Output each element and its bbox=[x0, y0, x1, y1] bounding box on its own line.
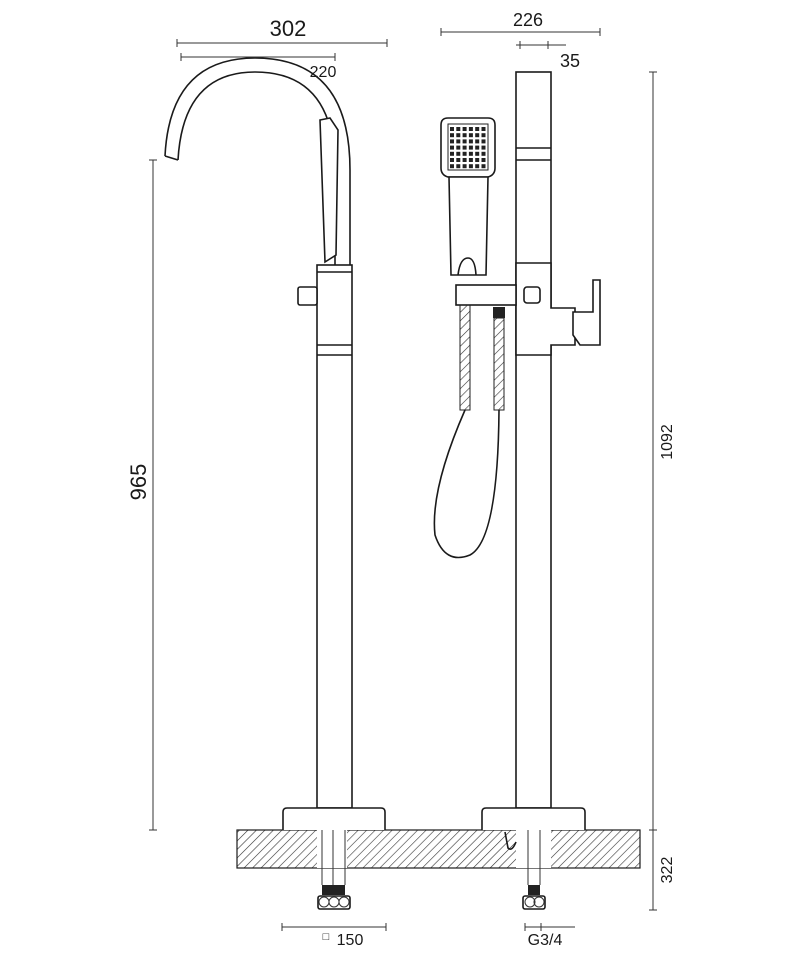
spray-nozzle bbox=[475, 139, 480, 144]
spray-grid bbox=[450, 127, 486, 169]
diverter-button bbox=[523, 286, 541, 304]
square-symbol: □ bbox=[323, 931, 330, 943]
spray-nozzle bbox=[468, 158, 473, 162]
dim-965: 965 bbox=[126, 464, 151, 501]
spray-nozzle bbox=[475, 145, 480, 150]
dim-220: 220 bbox=[310, 64, 337, 81]
dimension-lines bbox=[149, 28, 657, 931]
side-handshower bbox=[319, 117, 339, 264]
dim-35: 35 bbox=[560, 51, 580, 71]
dim-226: 226 bbox=[513, 10, 543, 30]
hose-left bbox=[459, 304, 471, 411]
spray-nozzle bbox=[481, 145, 486, 150]
spray-nozzle bbox=[475, 133, 480, 138]
spray-nozzle bbox=[456, 158, 461, 162]
dimension-labels: 302 220 226 35 965 1092 322 □ 150 G3/4 bbox=[126, 10, 676, 949]
spray-nozzles bbox=[447, 123, 489, 171]
spray-nozzle bbox=[462, 151, 467, 156]
dim-322: 322 bbox=[659, 857, 676, 884]
spray-nozzle bbox=[456, 151, 461, 156]
spray-nozzle bbox=[481, 158, 486, 162]
side-view-faucet bbox=[433, 71, 601, 910]
spray-nozzle bbox=[456, 133, 461, 138]
column bbox=[316, 264, 353, 809]
spray-nozzle bbox=[450, 127, 454, 131]
spray-nozzle bbox=[456, 164, 461, 169]
spray-nozzle bbox=[456, 145, 461, 150]
spray-nozzle bbox=[475, 158, 480, 162]
diverter-knob bbox=[297, 286, 318, 306]
hex-nuts bbox=[317, 895, 351, 910]
spray-nozzle bbox=[462, 139, 467, 144]
lever-handle bbox=[572, 279, 601, 346]
spray-nozzle bbox=[481, 164, 486, 169]
hose-loop bbox=[433, 409, 500, 559]
dim-150: 150 bbox=[337, 932, 364, 949]
hex-nut bbox=[522, 895, 546, 910]
spray-nozzle bbox=[468, 133, 473, 138]
handshower-holder bbox=[455, 284, 517, 306]
spray-nozzle bbox=[481, 127, 486, 131]
spray-nozzle bbox=[468, 164, 473, 169]
spray-nozzle bbox=[481, 139, 486, 144]
spray-nozzle bbox=[462, 164, 467, 169]
spray-nozzle bbox=[462, 145, 467, 150]
spray-nozzle bbox=[450, 145, 454, 150]
base-plate bbox=[282, 807, 386, 830]
mixer-body bbox=[515, 262, 576, 356]
dim-302: 302 bbox=[270, 16, 307, 41]
floor-section bbox=[236, 829, 641, 869]
handshower-head bbox=[440, 117, 496, 178]
spray-nozzle bbox=[456, 139, 461, 144]
spray-nozzle bbox=[475, 127, 480, 131]
column bbox=[515, 71, 552, 809]
spray-nozzle bbox=[468, 127, 473, 131]
spray-nozzle bbox=[475, 164, 480, 169]
spray-nozzle bbox=[456, 127, 461, 131]
spray-nozzle bbox=[450, 158, 454, 162]
spray-nozzle bbox=[475, 151, 480, 156]
spray-nozzle bbox=[468, 151, 473, 156]
front-view-faucet bbox=[164, 57, 386, 910]
spray-nozzle bbox=[462, 127, 467, 131]
dim-g3-4: G3/4 bbox=[528, 932, 563, 949]
spray-nozzle bbox=[468, 139, 473, 144]
spray-nozzle bbox=[450, 139, 454, 144]
fixing-screw bbox=[504, 831, 517, 850]
spray-nozzle bbox=[468, 145, 473, 150]
spray-nozzle bbox=[450, 151, 454, 156]
spray-nozzle bbox=[450, 164, 454, 169]
spray-nozzle bbox=[450, 133, 454, 138]
spray-nozzle bbox=[462, 133, 467, 138]
handshower-handle bbox=[448, 176, 489, 276]
base-plate bbox=[481, 807, 586, 830]
spray-nozzle bbox=[481, 151, 486, 156]
thread bbox=[322, 885, 345, 895]
spray-nozzle bbox=[462, 158, 467, 162]
hose-right bbox=[493, 317, 505, 411]
spray-nozzle bbox=[481, 133, 486, 138]
dim-1092: 1092 bbox=[659, 424, 676, 460]
